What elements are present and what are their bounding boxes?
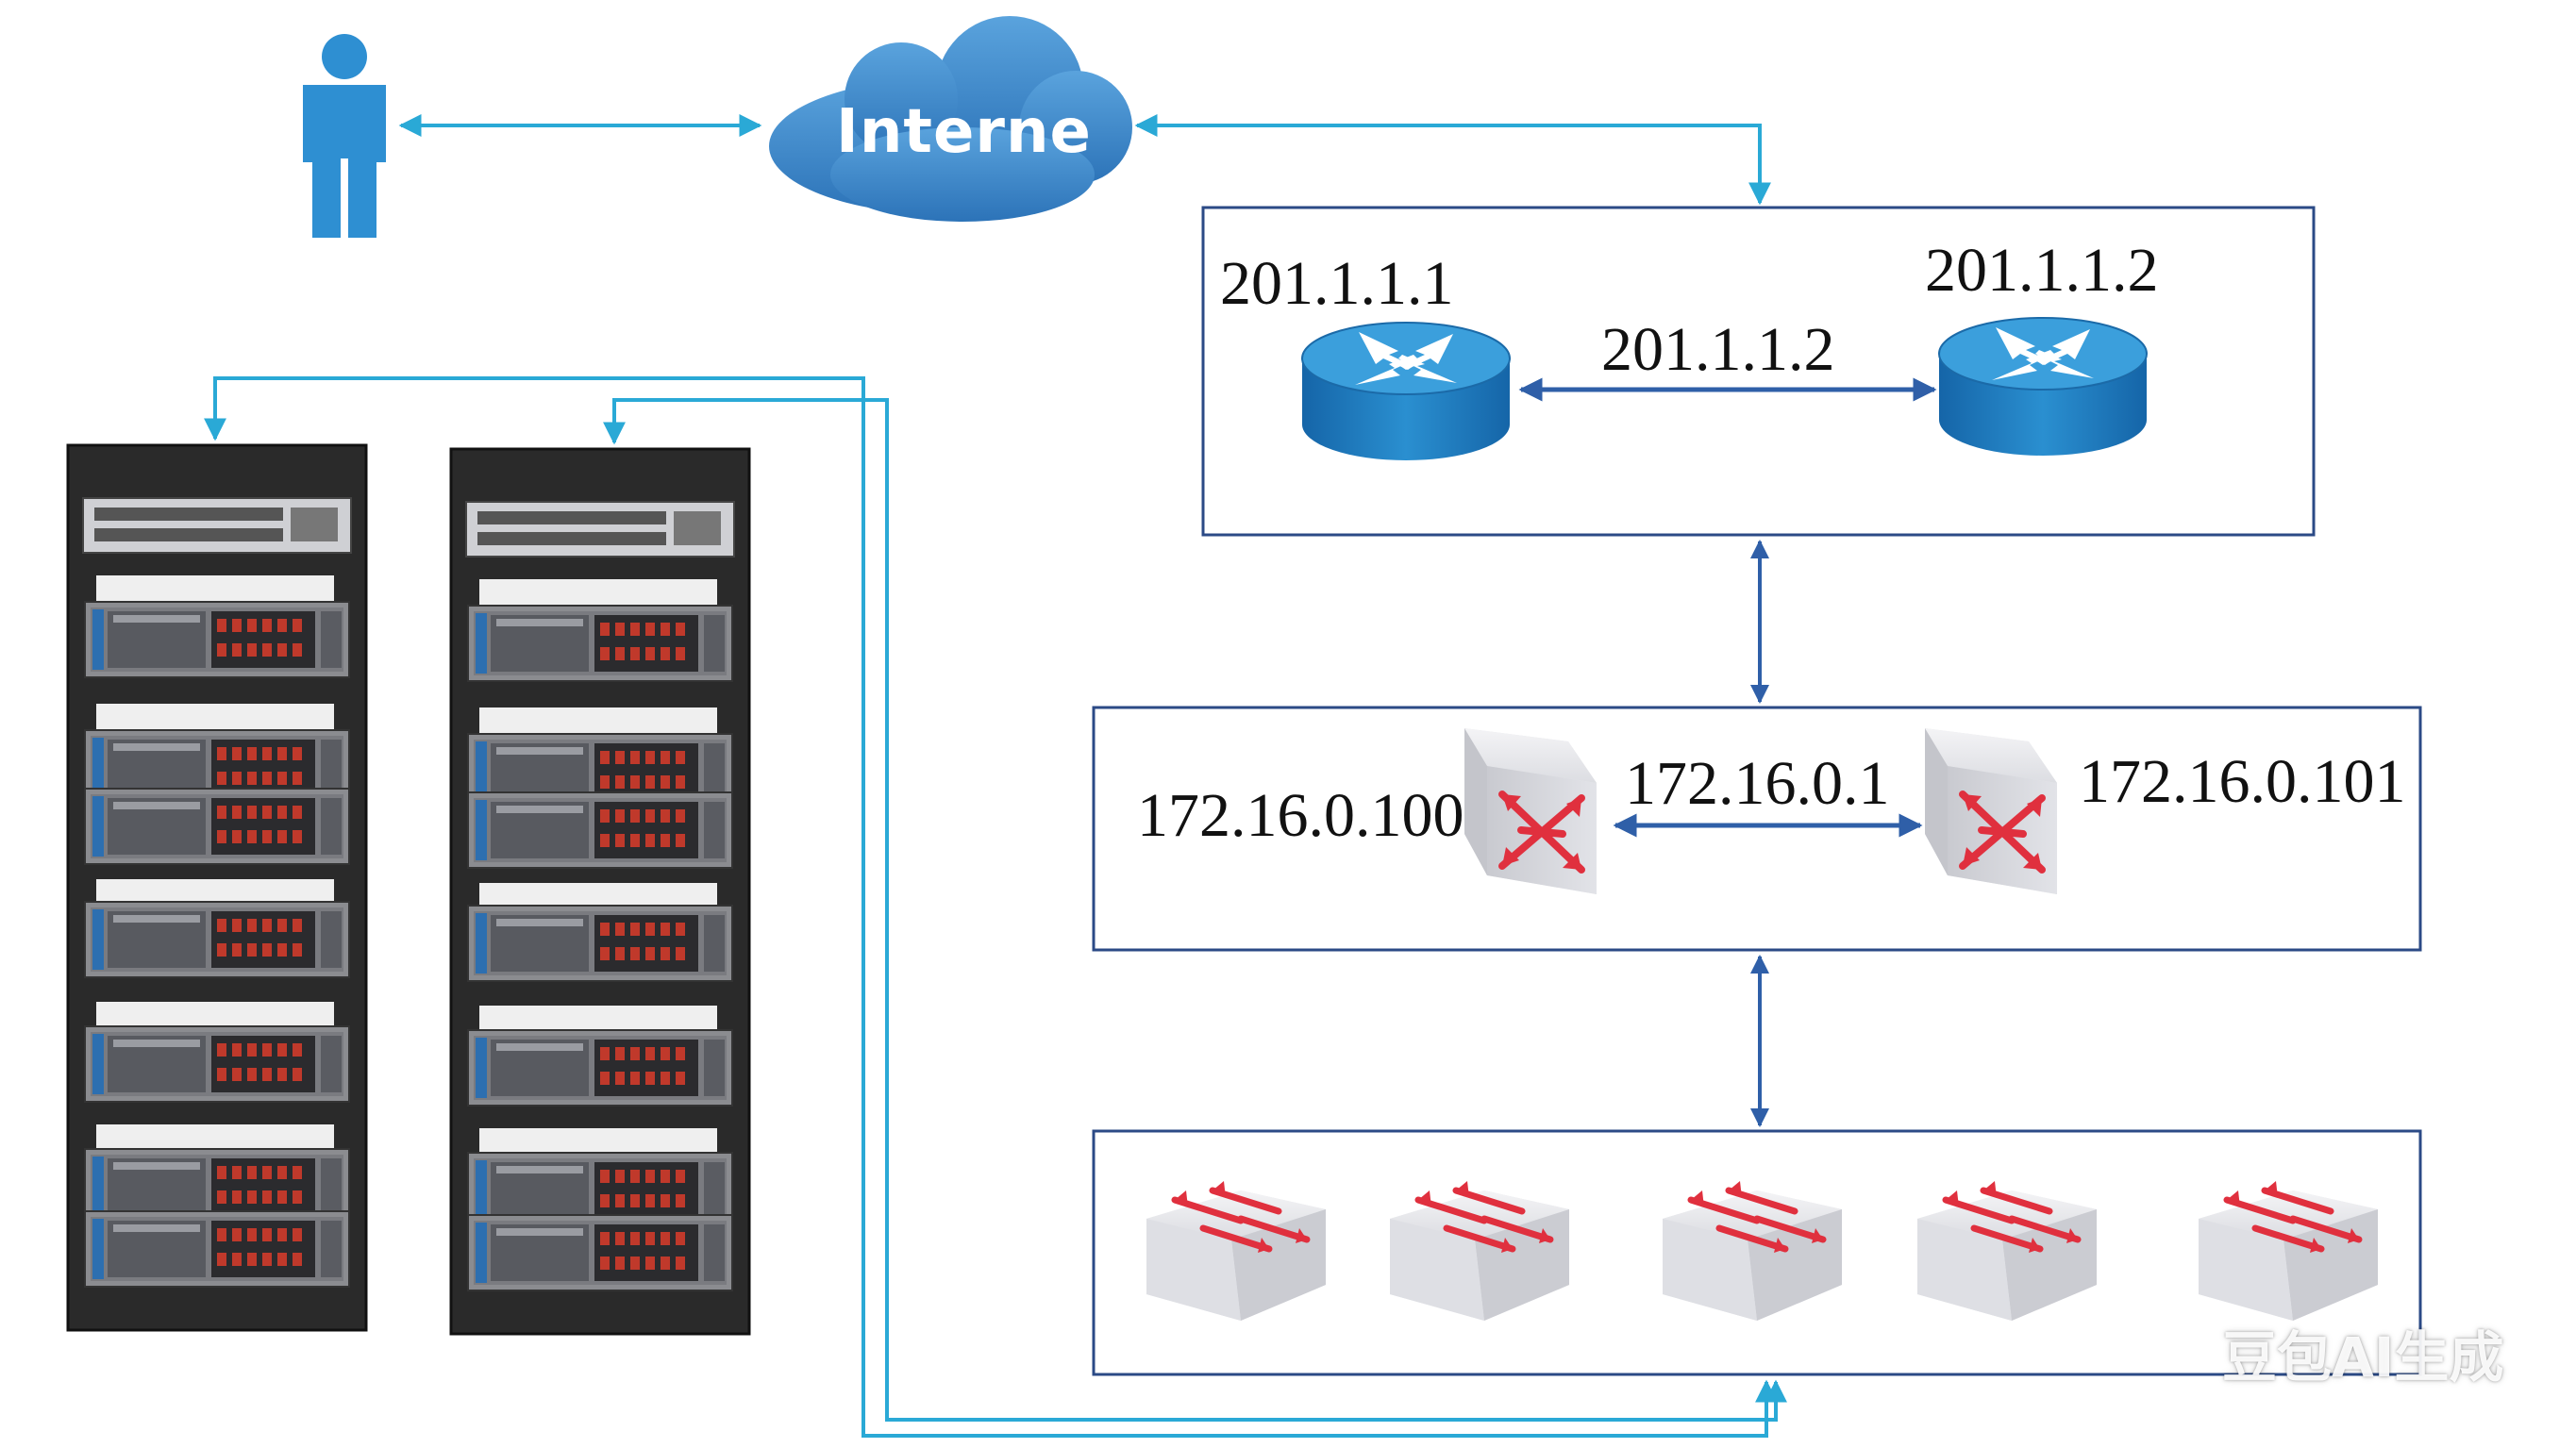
internet-cloud-icon xyxy=(769,16,1132,222)
core-switch-left-icon xyxy=(1464,728,1597,894)
link-internet-routers xyxy=(1134,114,1771,206)
router-right-ip: 201.1.1.2 xyxy=(1925,236,2159,305)
router-link-ip: 201.1.1.2 xyxy=(1601,315,1835,384)
core-switch-right-ip: 172.16.0.101 xyxy=(2079,747,2406,816)
access-switch-5-icon xyxy=(2199,1181,2378,1321)
internet-label: Interne xyxy=(836,97,1092,167)
access-switch-4-icon xyxy=(1917,1181,2097,1321)
access-switch-1-icon xyxy=(1146,1181,1326,1321)
access-switch-3-icon xyxy=(1663,1181,1842,1321)
server-rack-right-icon xyxy=(451,449,749,1334)
core-switch-right-icon xyxy=(1925,728,2057,894)
server-rack-left-icon xyxy=(68,445,366,1330)
core-switch-link-ip: 172.16.0.1 xyxy=(1625,749,1890,818)
access-switch-2-icon xyxy=(1390,1181,1569,1321)
core-switch-left-ip: 172.16.0.100 xyxy=(1137,781,1464,850)
router-right-icon xyxy=(1938,317,2148,457)
link-rack-right-access xyxy=(603,398,1787,1422)
ai-watermark: 豆包AI生成 xyxy=(2222,1325,2504,1390)
router-left-icon xyxy=(1301,322,1511,461)
router-left-ip: 201.1.1.1 xyxy=(1220,249,1454,318)
user-icon xyxy=(303,34,386,238)
